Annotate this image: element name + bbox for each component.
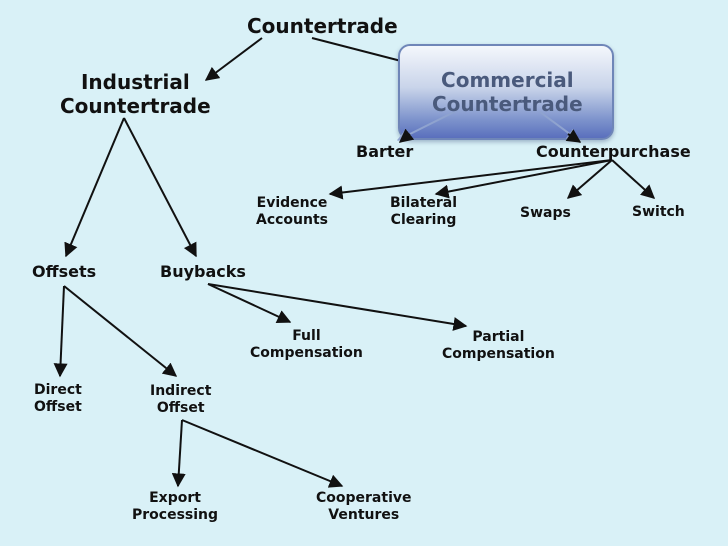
node-evidence-accounts: Evidence Accounts [256,195,328,229]
node-evidence-line1: Evidence [256,195,328,211]
node-switch: Switch [632,204,685,221]
node-buybacks-label: Buybacks [160,262,246,281]
node-switch-label: Switch [632,204,685,220]
node-full-line1: Full [292,328,321,344]
edge-counterpurchase-swaps [566,159,613,199]
node-commercial-line1: Commercial [441,68,574,92]
node-cooperative-line2: Ventures [328,506,400,523]
node-full-line2: Compensation [250,344,363,361]
node-direct-line2: Offset [34,398,82,415]
node-direct-offset: Direct Offset [34,382,82,416]
node-countertrade-label: Countertrade [247,14,398,38]
node-counterpurchase-label: Counterpurchase [536,142,691,161]
node-bilateral-clearing: Bilateral Clearing [390,195,457,229]
node-offsets-label: Offsets [32,262,97,281]
node-partial-line1: Partial [472,329,525,345]
node-barter-label: Barter [356,142,414,161]
node-bilateral-line1: Bilateral [390,195,458,211]
node-indirect-line1: Indirect [150,383,212,399]
node-indirect-offset: Indirect Offset [150,383,211,417]
edge-industrial-offsets [64,117,125,258]
node-barter: Barter [356,142,413,161]
edge-counterpurchase-evidence [328,159,613,200]
node-full-compensation: Full Compensation [250,328,363,362]
edge-countertrade-industrial [204,37,263,81]
edge-offsets-direct [53,285,68,378]
node-commercial-line2: Countertrade [432,92,583,116]
node-swaps: Swaps [520,205,571,222]
node-countertrade: Countertrade [247,14,398,38]
node-industrial-line1: Industrial [80,70,190,94]
node-export-line1: Export [149,490,201,506]
node-counterpurchase: Counterpurchase [536,142,691,161]
edge-buybacks-partial [207,283,468,331]
node-swaps-label: Swaps [520,205,571,221]
edge-indirect-export [171,419,186,488]
node-cooperative-line1: Cooperative [316,490,412,506]
node-direct-line1: Direct [34,382,82,398]
edge-counterpurchase-switch [611,159,656,199]
edge-counterpurchase-bilateral [434,159,613,199]
edge-buybacks-full [207,283,292,324]
node-partial-compensation: Partial Compensation [442,329,555,363]
node-buybacks: Buybacks [160,262,246,281]
node-export-line2: Processing [132,506,219,523]
node-industrial-countertrade: Industrial Countertrade [60,70,211,118]
node-evidence-line2: Accounts [256,211,329,228]
node-industrial-line2: Countertrade [60,94,211,118]
node-commercial-countertrade: Commercial Countertrade [432,68,583,116]
node-cooperative-ventures: Cooperative Ventures [316,490,412,524]
node-indirect-line2: Offset [156,399,205,416]
edge-indirect-cooperative [181,419,344,488]
node-bilateral-line2: Clearing [390,211,457,228]
node-partial-line2: Compensation [442,345,555,362]
node-offsets: Offsets [32,262,96,281]
edge-offsets-indirect [63,285,178,377]
edge-industrial-buybacks [123,117,197,258]
node-export-processing: Export Processing [132,490,218,524]
